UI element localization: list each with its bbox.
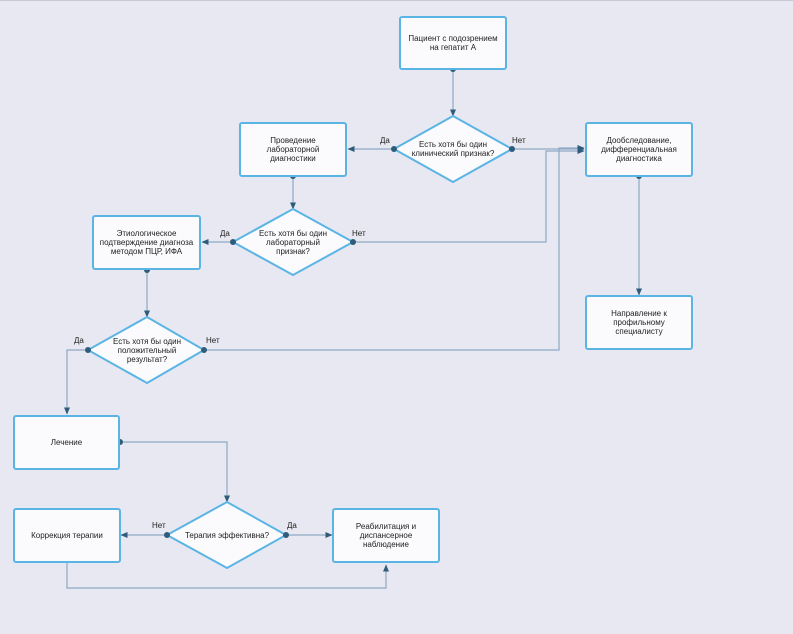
dot — [85, 347, 91, 353]
dot — [164, 532, 170, 538]
dot — [201, 347, 207, 353]
dot — [230, 239, 236, 245]
decision-clinical-shape — [391, 114, 515, 184]
decision-effective-shape — [164, 500, 289, 570]
label-lab-yes: Да — [220, 229, 230, 238]
label-positive-no: Нет — [206, 336, 220, 345]
top-border — [0, 0, 793, 1]
node-etiology: Этиологическое подтверждение диагноза ме… — [92, 215, 201, 270]
node-further-examination: Дообследование, дифференциальная диагнос… — [585, 122, 693, 177]
node-start: Пациент с подозрением на гепатит А — [399, 16, 507, 70]
decision-lab-shape — [230, 207, 356, 277]
edge-dlab-no-to-further — [353, 148, 585, 243]
edge-correction-to-rehab — [66, 562, 389, 589]
decision-lab-text: Есть хотя бы один лабораторный признак? — [258, 228, 328, 256]
dot — [509, 146, 515, 152]
label-effective-yes: Да — [287, 521, 297, 530]
decision-effective-text: Терапия эффективна? — [184, 530, 270, 540]
decision-positive-shape — [85, 315, 206, 385]
node-rehabilitation: Реабилитация и диспансерное наблюдение — [332, 508, 440, 563]
dot — [283, 532, 289, 538]
label-positive-yes: Да — [74, 336, 84, 345]
node-therapy-correction: Коррекция терапии — [13, 508, 121, 563]
edge-dpositive-no-to-further — [204, 145, 585, 351]
label-lab-no: Нет — [352, 229, 366, 238]
decision-positive-text: Есть хотя бы один положительный результа… — [112, 336, 182, 364]
label-clinical-yes: Да — [380, 136, 390, 145]
decision-clinical-text: Есть хотя бы один клинический признак? — [411, 140, 495, 158]
dot — [350, 239, 356, 245]
label-effective-no: Нет — [152, 521, 166, 530]
node-referral: Направление к профильному специалисту — [585, 295, 693, 350]
label-clinical-no: Нет — [512, 136, 526, 145]
dot — [391, 146, 397, 152]
node-treatment: Лечение — [13, 415, 120, 470]
edge-treatment-to-deffective — [120, 441, 230, 503]
node-lab-diagnostics: Проведение лабораторной диагностики — [239, 122, 347, 177]
edge-dpositive-yes-to-treatment — [64, 349, 88, 415]
